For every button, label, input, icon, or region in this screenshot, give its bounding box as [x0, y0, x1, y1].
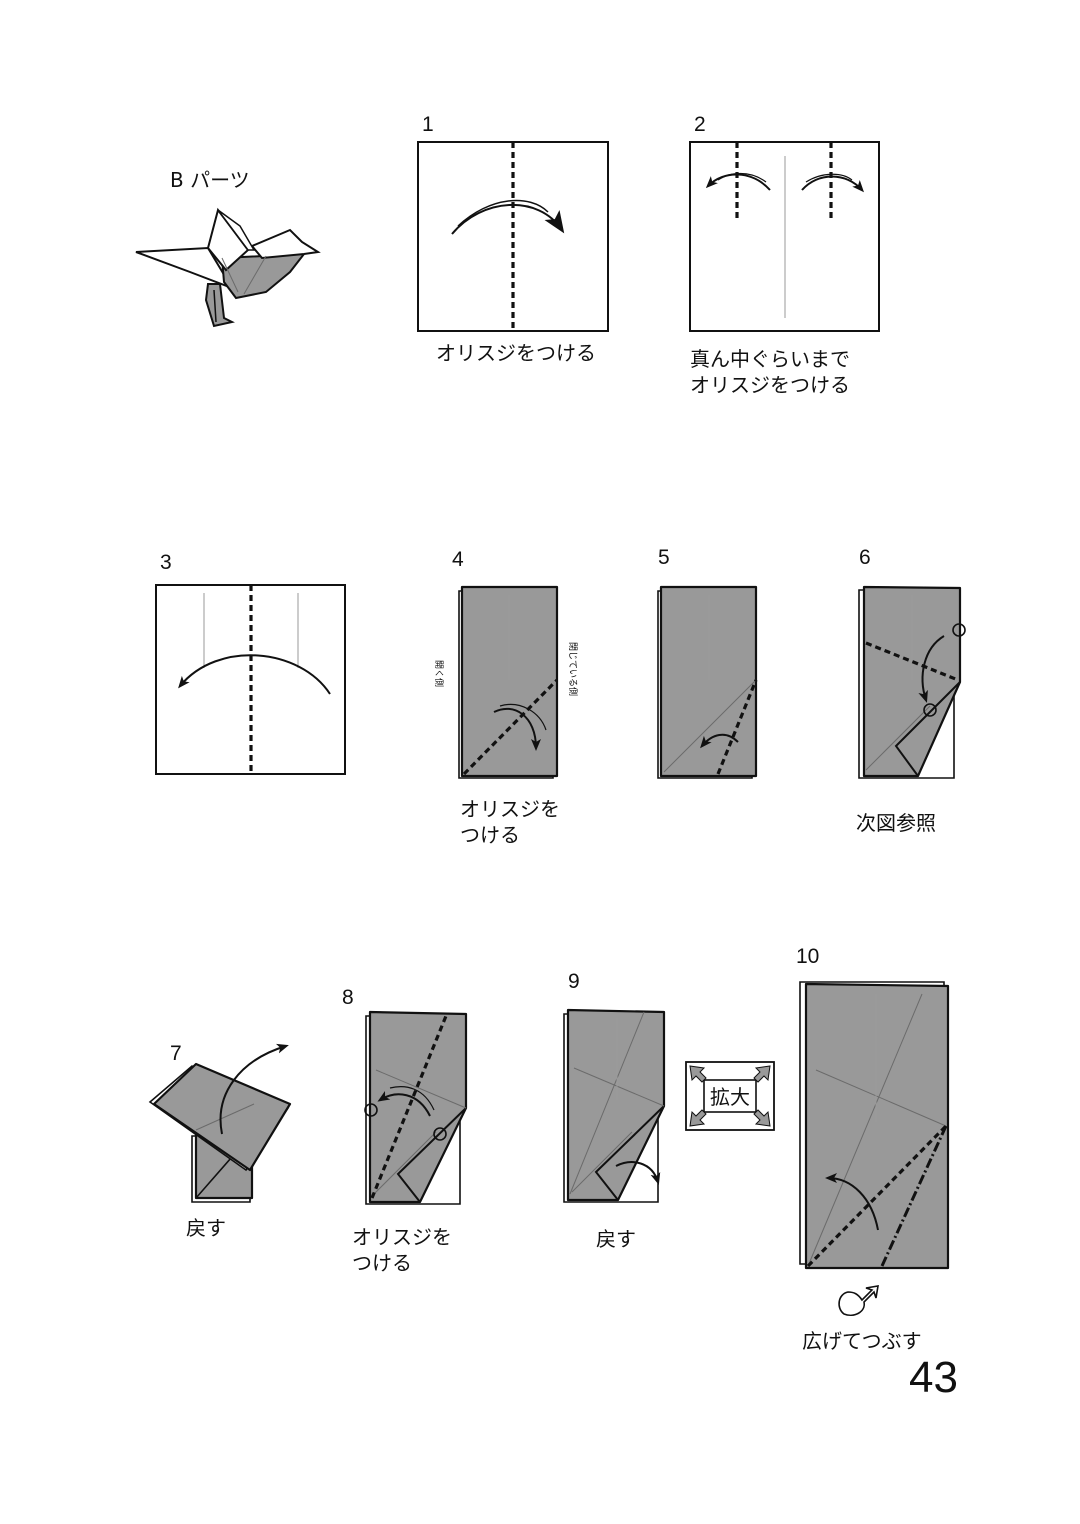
step-10-caption: 広げてつぶす [802, 1329, 922, 1353]
step-8-circle-mark-right [433, 1127, 447, 1141]
step-2-number: 2 [694, 113, 706, 136]
open-and-squash-icon [838, 1285, 879, 1317]
step-1-caption: オリスジをつける [436, 341, 596, 365]
step-4-number: 4 [452, 548, 464, 571]
step-4-caption-line2: つける [460, 823, 520, 847]
step-2: 2 真ん中ぐらいまで オリスジをつける [689, 113, 880, 397]
step-10-fold-arrow [825, 1173, 879, 1231]
step-7-unfold-arrow [219, 1043, 289, 1135]
step-10-valley-line [806, 1124, 948, 1268]
step-1-fold-arrow [451, 203, 565, 235]
step-7: 7 戻す [148, 1042, 292, 1240]
step-5-valley-line [716, 679, 758, 775]
enlarge-label: 拡大 [710, 1085, 750, 1109]
step-2-caption-line2: オリスジをつける [690, 373, 850, 397]
step-6: 6 次図参照 [856, 546, 966, 835]
step-4-label-closed-side: 閉じている側 [567, 642, 579, 696]
step-6-circle-mark-top [952, 623, 966, 637]
step-5-fold-arrow [700, 733, 739, 749]
step-6-fold-arrow [918, 635, 945, 703]
step-5-paper [659, 585, 758, 778]
step-5: 5 [657, 546, 758, 779]
page-number: 43 [909, 1353, 958, 1402]
step-8-fold-arrow [377, 1090, 431, 1117]
step-4-valley-line [462, 678, 559, 776]
step-5-number: 5 [658, 546, 670, 569]
step-4-label-open-side: 開く側 [433, 660, 445, 687]
step-1: 1 オリスジをつける [417, 113, 609, 365]
step-8-caption-line1: オリスジを [352, 1225, 452, 1249]
step-9-caption: 戻す [596, 1227, 636, 1251]
step-6-caption: 次図参照 [856, 811, 936, 835]
step-2-right-arrow [801, 175, 864, 193]
step-6-circle-mark-bottom [923, 703, 937, 717]
enlarge-icon [689, 1065, 771, 1127]
step-7-upper-flap [152, 1062, 292, 1172]
step-7-caption: 戻す [186, 1216, 226, 1240]
step-8-caption-line2: つける [352, 1251, 412, 1275]
enlarge-badge: 拡大 [685, 1061, 775, 1131]
step-6-number: 6 [859, 546, 871, 569]
step-9-paper [566, 1008, 666, 1202]
step-8-number: 8 [342, 986, 354, 1009]
step-4-caption-line1: オリスジを [460, 797, 560, 821]
step-8-paper [368, 1010, 468, 1204]
step-9-number: 9 [568, 970, 580, 993]
bird-model-illustration [135, 207, 321, 328]
step-2-caption-line1: 真ん中ぐらいまで [690, 347, 850, 371]
step-6-valley-line [865, 641, 959, 682]
step-3: 3 [155, 551, 346, 775]
step-7-number: 7 [170, 1042, 182, 1065]
step-9: 9 戻す [563, 970, 666, 1251]
part-title: B パーツ [170, 168, 250, 192]
step-8-valley-line [370, 1015, 448, 1199]
step-2-left-arrow [705, 173, 771, 191]
step-8-circle-mark-left [364, 1103, 378, 1117]
step-3-fold-arrow [178, 654, 331, 695]
step-3-number: 3 [160, 551, 172, 574]
step-10-mountain-line [880, 1125, 948, 1267]
step-6-paper [862, 585, 962, 778]
step-9-unfold-arrow [615, 1161, 661, 1185]
step-10-number: 10 [796, 945, 819, 968]
step-10: 10 広げてつぶす [796, 945, 950, 1353]
step-1-number: 1 [422, 113, 434, 136]
step-8: 8 オリスジを つける [342, 986, 468, 1275]
step-4-fold-arrow [493, 707, 541, 751]
step-4: 4 開く側 閉じている側 オリスジを つける [433, 548, 579, 847]
